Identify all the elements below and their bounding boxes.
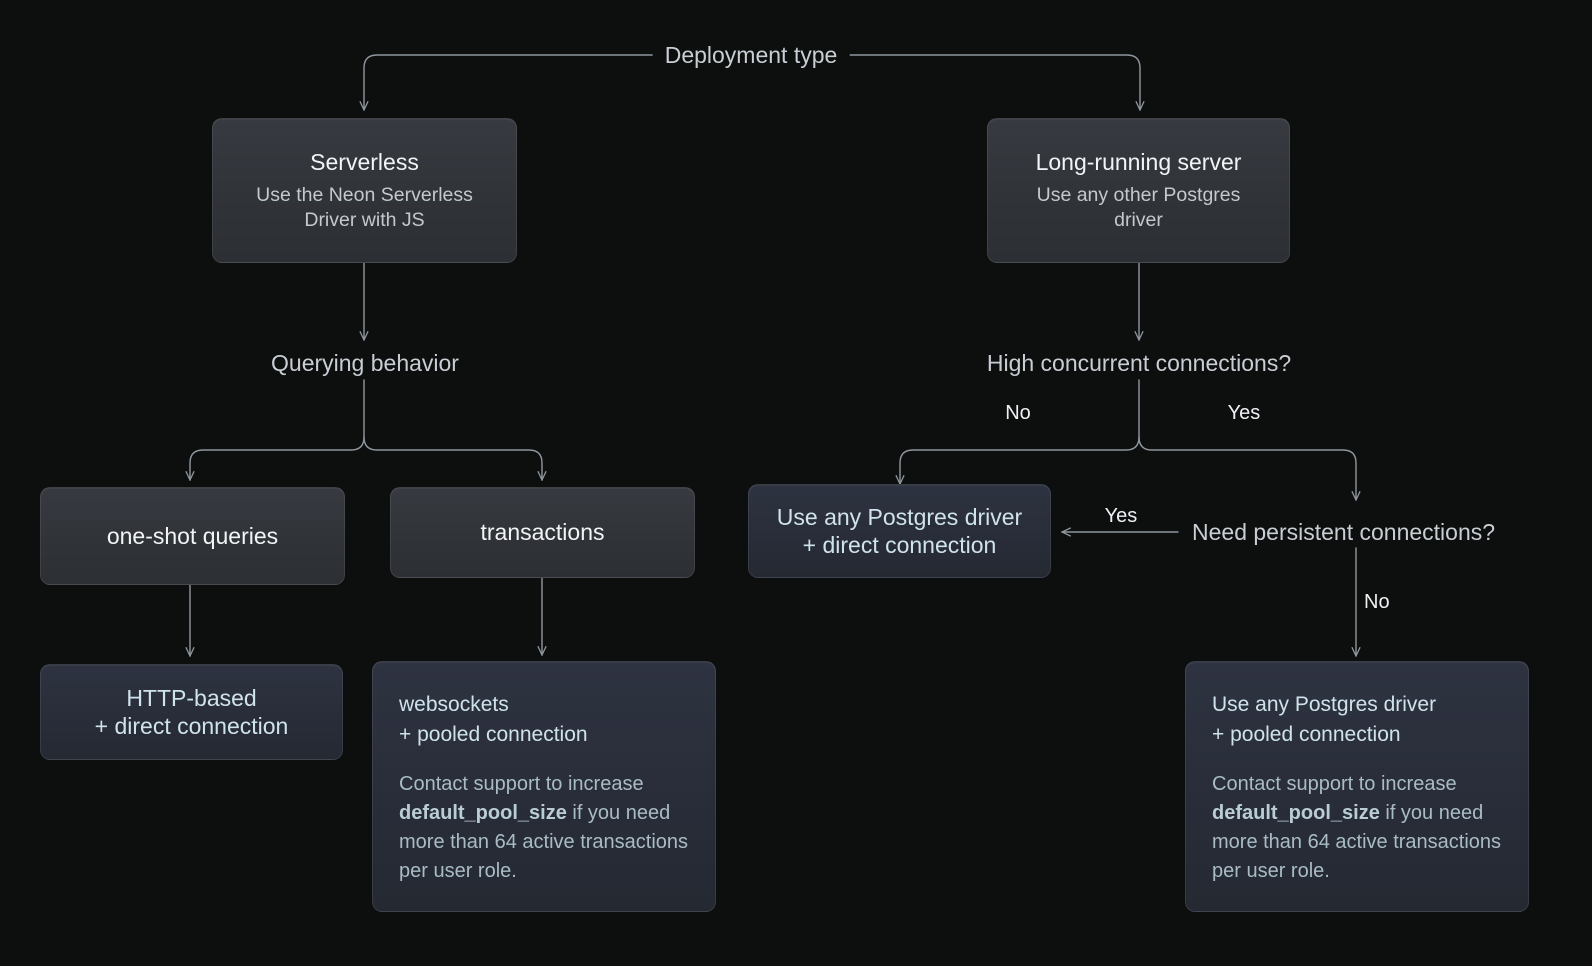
node-postgres-pooled-heading: Use any Postgres driver + pooled connect… bbox=[1212, 690, 1502, 750]
node-long-running-server-title: Long-running server bbox=[1035, 148, 1242, 175]
node-websockets-pooled-body-pre: Contact support to increase bbox=[399, 772, 644, 795]
root-label-deployment-type: Deployment type bbox=[652, 44, 850, 67]
node-websockets-pooled-connection[interactable]: websockets + pooled connection Contact s… bbox=[372, 661, 716, 912]
node-postgres-pooled-connection[interactable]: Use any Postgres driver + pooled connect… bbox=[1185, 661, 1529, 912]
decision-querying-behavior: Querying behavior bbox=[271, 350, 459, 376]
node-transactions-title: transactions bbox=[480, 519, 605, 546]
node-one-shot-queries-title: one-shot queries bbox=[106, 522, 279, 549]
node-serverless-title: Serverless bbox=[310, 148, 419, 175]
node-http-direct-line2: + direct connection bbox=[94, 713, 289, 739]
node-postgres-pooled-line2: + pooled connection bbox=[1212, 722, 1401, 746]
node-transactions[interactable]: transactions bbox=[390, 487, 695, 578]
node-websockets-pooled-body: Contact support to increase default_pool… bbox=[399, 770, 689, 886]
node-one-shot-queries[interactable]: one-shot queries bbox=[40, 487, 345, 585]
node-websockets-pooled-line2: + pooled connection bbox=[399, 722, 588, 746]
node-serverless[interactable]: Serverless Use the Neon Serverless Drive… bbox=[212, 118, 517, 263]
node-postgres-pooled-body-pre: Contact support to increase bbox=[1212, 772, 1457, 795]
node-postgres-direct-line2: + direct connection bbox=[802, 532, 997, 558]
node-websockets-pooled-line1: websockets bbox=[399, 693, 509, 716]
node-websockets-pooled-body-code: default_pool_size bbox=[399, 801, 567, 824]
node-postgres-pooled-body: Contact support to increase default_pool… bbox=[1212, 770, 1502, 886]
node-postgres-direct-connection[interactable]: Use any Postgres driver + direct connect… bbox=[748, 484, 1051, 578]
edge-label-persistent-yes: Yes bbox=[1092, 506, 1150, 526]
edge-label-persistent-no: No bbox=[1364, 591, 1390, 613]
node-websockets-pooled-body-post: if you need more than 64 active transact… bbox=[399, 801, 689, 882]
node-long-running-server[interactable]: Long-running server Use any other Postgr… bbox=[987, 118, 1290, 263]
node-postgres-pooled-line1: Use any Postgres driver bbox=[1212, 693, 1437, 716]
node-postgres-pooled-body-code: default_pool_size bbox=[1212, 801, 1380, 824]
node-postgres-direct-line1: Use any Postgres driver bbox=[776, 503, 1023, 530]
decision-high-concurrent-connections: High concurrent connections? bbox=[986, 350, 1292, 376]
decision-need-persistent-connections: Need persistent connections? bbox=[1192, 519, 1496, 545]
node-postgres-pooled-body-post: if you need more than 64 active transact… bbox=[1212, 801, 1502, 882]
edge-label-concurrent-yes: Yes bbox=[1227, 402, 1261, 424]
edge-label-concurrent-no: No bbox=[1005, 402, 1031, 424]
node-websockets-pooled-heading: websockets + pooled connection bbox=[399, 690, 689, 750]
node-long-running-server-subtitle: Use any other Postgres driver bbox=[1036, 183, 1241, 232]
node-http-direct-connection[interactable]: HTTP-based + direct connection bbox=[40, 664, 343, 760]
node-serverless-subtitle: Use the Neon Serverless Driver with JS bbox=[256, 183, 473, 232]
node-http-direct-line1: HTTP-based bbox=[126, 684, 257, 711]
